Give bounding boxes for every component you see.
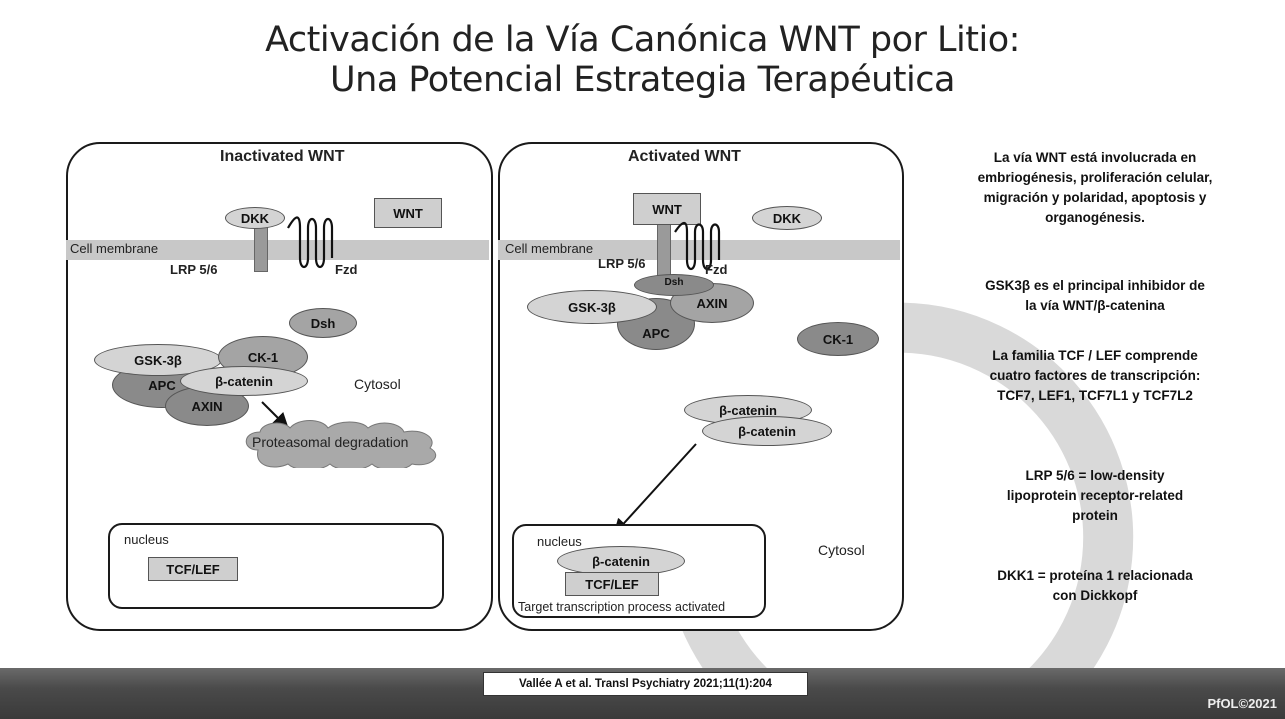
note-wnt-functions: La vía WNT está involucrada en embriogén… bbox=[977, 150, 1213, 225]
target-transcription-label: Target transcription process activated bbox=[518, 600, 726, 614]
note-dkk1: DKK1 = proteína 1 relacionada con Dickko… bbox=[997, 568, 1193, 603]
left-wnt: WNT bbox=[374, 198, 442, 228]
right-fzd-label: Fzd bbox=[705, 262, 728, 277]
left-lrp-label: LRP 5/6 bbox=[170, 262, 218, 277]
left-dkk: DKK bbox=[225, 207, 285, 229]
proteasome-cloud bbox=[245, 420, 437, 468]
left-beta-catenin: β-catenin bbox=[180, 366, 308, 396]
right-dkk: DKK bbox=[752, 206, 822, 230]
sidebar-note-gsk: GSK3β es el principal inhibidor de la ví… bbox=[925, 276, 1265, 316]
inactivated-wnt-title: Inactivated WNT bbox=[220, 148, 345, 165]
right-dsh: Dsh bbox=[634, 274, 714, 296]
brand-mark: PfOL©2021 bbox=[1207, 696, 1277, 711]
sidebar-notes: La vía WNT está involucrada en embriogén… bbox=[925, 148, 1265, 228]
left-cytosol-label: Cytosol bbox=[354, 376, 401, 392]
note-tcf-lef: La familia TCF / LEF comprende cuatro fa… bbox=[989, 348, 1201, 403]
left-cell-membrane bbox=[66, 240, 489, 260]
right-cell-membrane bbox=[498, 240, 900, 260]
right-tcf-lef: TCF/LEF bbox=[565, 572, 659, 596]
left-dsh: Dsh bbox=[289, 308, 357, 338]
left-tcf-lef: TCF/LEF bbox=[148, 557, 238, 581]
sidebar-note-lrp: LRP 5/6 = low-density lipoprotein recept… bbox=[925, 466, 1265, 526]
left-degradation-arrow bbox=[261, 401, 289, 429]
title-line-2: Una Potencial Estrategia Terapéutica bbox=[330, 60, 955, 100]
sidebar-note-tcf: La familia TCF / LEF comprende cuatro fa… bbox=[925, 346, 1265, 406]
right-fzd-coil bbox=[674, 221, 721, 271]
left-cell-membrane-label: Cell membrane bbox=[70, 241, 159, 256]
right-translocation-arrow bbox=[613, 443, 697, 535]
right-lrp-receptor bbox=[657, 224, 671, 276]
right-beta-catenin-2: β-catenin bbox=[702, 416, 832, 446]
note-gsk3b: GSK3β es el principal inhibidor de la ví… bbox=[985, 278, 1205, 313]
right-lrp-label: LRP 5/6 bbox=[598, 256, 646, 271]
left-nucleus-label: nucleus bbox=[124, 532, 169, 547]
note-lrp: LRP 5/6 = low-density lipoprotein recept… bbox=[1006, 468, 1184, 523]
left-fzd-coil bbox=[287, 216, 334, 269]
activated-wnt-title: Activated WNT bbox=[628, 148, 741, 165]
right-cytosol-label: Cytosol bbox=[818, 542, 865, 558]
slide-title: Activación de la Vía Canónica WNT por Li… bbox=[0, 20, 1285, 100]
right-nucleus-beta-catenin: β-catenin bbox=[557, 546, 685, 576]
right-cell-membrane-label: Cell membrane bbox=[505, 241, 594, 256]
left-fzd-label: Fzd bbox=[335, 262, 358, 277]
citation: Vallée A et al. Transl Psychiatry 2021;1… bbox=[483, 672, 808, 696]
title-line-1: Activación de la Vía Canónica WNT por Li… bbox=[265, 20, 1020, 60]
right-wnt: WNT bbox=[633, 193, 701, 225]
sidebar-note-dkk: DKK1 = proteína 1 relacionada con Dickko… bbox=[925, 566, 1265, 606]
right-gsk3b: GSK-3β bbox=[527, 290, 657, 324]
proteasomal-degradation-label: Proteasomal degradation bbox=[252, 434, 409, 450]
right-nucleus-label: nucleus bbox=[537, 534, 582, 549]
right-ck1: CK-1 bbox=[797, 322, 879, 356]
